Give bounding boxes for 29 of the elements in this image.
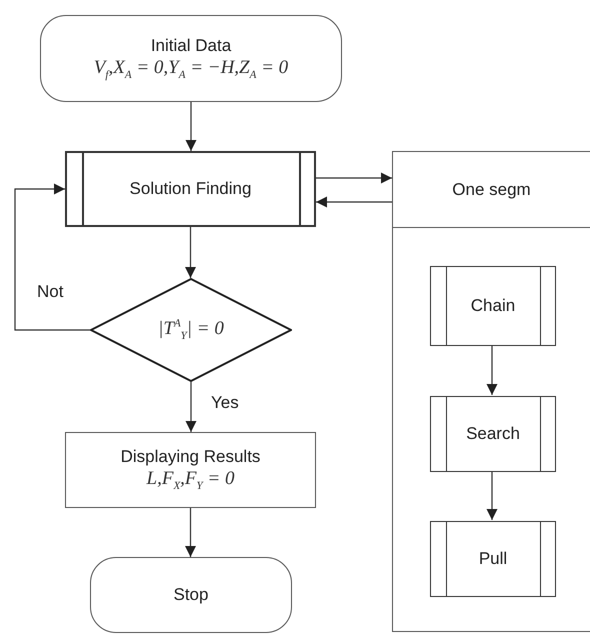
formula-text: V$_{f}$,X$_{A}$ = 0,Y$_{A}$ = −H,Z$_{A}$ = 0 [94, 56, 288, 82]
formula-text: L,F$_{X}$,F$_{Y}$ = 0 [146, 467, 234, 494]
subprocess-box [430, 266, 556, 346]
node-label: Initial Data [150, 34, 232, 56]
arrow [316, 172, 392, 184]
decision-diamond [90, 278, 292, 382]
subprocess-box [430, 396, 556, 472]
process-box [65, 432, 316, 508]
arrow [14, 184, 90, 331]
terminal-box [90, 557, 292, 633]
subprocess-box [65, 151, 316, 227]
node-label: Pull [478, 548, 508, 570]
arrow [186, 102, 196, 151]
arrow [486, 471, 498, 520]
arrow [486, 345, 498, 395]
formula-text: |T$^{A}$$_{Y}$| = 0 [158, 316, 224, 344]
arrow [185, 508, 196, 557]
node-label: Search [466, 423, 520, 445]
terminal-box [40, 15, 342, 102]
subprocess-panel [392, 151, 590, 632]
node-label: Stop [174, 584, 208, 606]
node-label: Displaying Results [120, 446, 260, 468]
arrow [185, 227, 196, 278]
node-label: Chain [470, 295, 516, 317]
arrow [316, 196, 392, 208]
subprocess-box [430, 521, 556, 597]
arrow [186, 382, 196, 432]
node-label: Solution Finding [130, 178, 252, 200]
panel-heading: One segm [452, 179, 531, 201]
